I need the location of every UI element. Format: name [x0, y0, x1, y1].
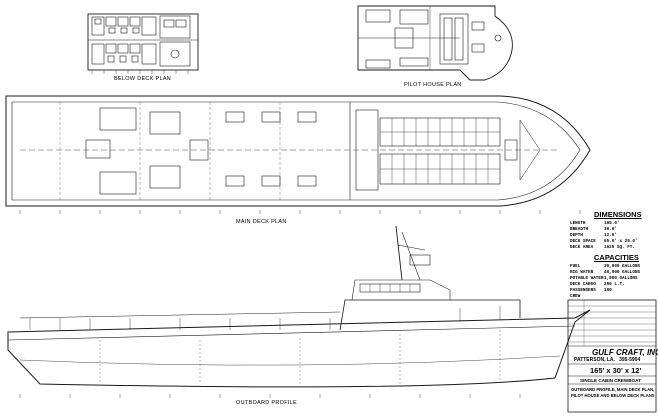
company-name: GULF CRAFT, INC. [592, 348, 658, 357]
drawing-title-line-2: PILOT HOUSE AND BELOW DECK PLANS [571, 393, 655, 398]
capacities-title: CAPACITIES [594, 253, 639, 262]
outboard-profile [7, 225, 591, 398]
company-location: PATTERSON, LA. 395-5904 [574, 357, 641, 363]
below-deck-plan-label: BELOW DECK PLAN [114, 76, 172, 82]
capacity-row: POTABLE WATER1,800 GALLONS [570, 276, 638, 281]
below-deck-plan [87, 13, 199, 74]
dimensions-title: DIMENSIONS [594, 210, 642, 219]
outboard-profile-label: OUTBOARD PROFILE [236, 400, 298, 406]
main-deck-plan-label: MAIN DECK PLAN [236, 219, 287, 225]
main-deck-plan [5, 95, 591, 214]
vessel-type: SINGLE CABIN CREWBOAT [580, 378, 641, 383]
title-block-frame [567, 299, 657, 413]
capacity-row: CREW [570, 294, 581, 299]
vessel-size: 165' x 30' x 12' [590, 366, 642, 375]
pilot-house-plan [357, 5, 513, 81]
drawing-title-line-1: OUTBOARD PROFILE, MAIN DECK PLAN, [571, 387, 655, 392]
pilot-house-plan-label: PILOT HOUSE PLAN [404, 82, 462, 88]
